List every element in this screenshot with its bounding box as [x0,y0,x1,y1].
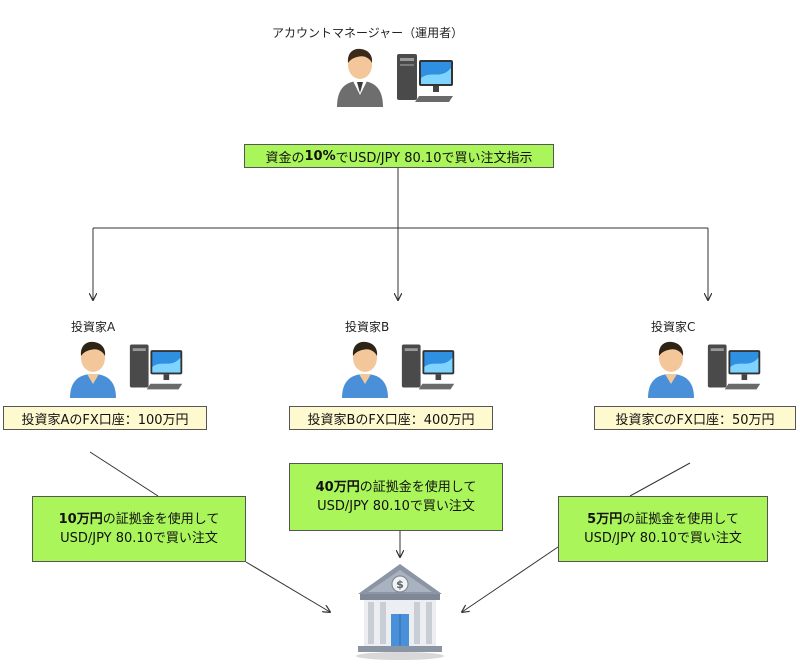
manager-label: アカウントマネージャー（運用者） [272,26,464,40]
order-b-line2: USD/JPY 80.10で買い注文 [317,499,475,514]
person-icon [70,341,116,398]
order-a-text: の証拠金を使用して [102,512,220,527]
order-c-line1: 5万円の証拠金を使用して [587,510,739,529]
investor-b-account-box: 投資家BのFX口座：400万円 [289,406,493,430]
investor-a-account-box: 投資家AのFX口座：100万円 [3,406,207,430]
computer-icon [707,344,761,390]
person-icon [648,341,694,398]
order-a-amount: 10万円 [58,512,103,527]
investor-c-account-box: 投資家CのFX口座：50万円 [594,406,796,430]
arrow-a-order-to-bank [245,561,330,612]
person-icon [342,341,388,398]
instruction-pre: 資金の [265,150,305,166]
order-b-text: の証拠金を使用して [359,480,477,495]
investor-a-order-box: 10万円の証拠金を使用して USD/JPY 80.10で買い注文 [32,496,246,562]
investor-c-order-box: 5万円の証拠金を使用して USD/JPY 80.10で買い注文 [558,496,768,562]
order-a-line1: 10万円の証拠金を使用して [59,510,220,529]
bank-icon: $ [356,564,444,660]
investor-c-label: 投資家C [651,320,696,334]
order-c-amount: 5万円 [587,512,623,527]
svg-text:$: $ [396,578,404,591]
arrow-c-order-to-bank [462,546,559,612]
person-icon [337,48,383,107]
computer-icon [397,54,453,102]
order-b-amount: 40万円 [315,480,360,495]
computer-icon [129,344,183,390]
investor-b-order-box: 40万円の証拠金を使用して USD/JPY 80.10で買い注文 [289,463,503,531]
computer-icon [401,344,455,390]
order-b-line1: 40万円の証拠金を使用して [316,478,477,497]
line-a-to-order [89,451,159,497]
order-a-line2: USD/JPY 80.10で買い注文 [60,531,218,546]
instruction-bold: 10% [304,148,336,164]
investor-b-label: 投資家B [345,320,390,334]
order-c-line2: USD/JPY 80.10で買い注文 [584,531,742,546]
investor-a-label: 投資家A [71,320,116,334]
line-c-to-order [629,462,691,497]
instruction-post: でUSD/JPY 80.10で買い注文指示 [335,150,533,166]
order-c-text: の証拠金を使用して [622,512,739,527]
